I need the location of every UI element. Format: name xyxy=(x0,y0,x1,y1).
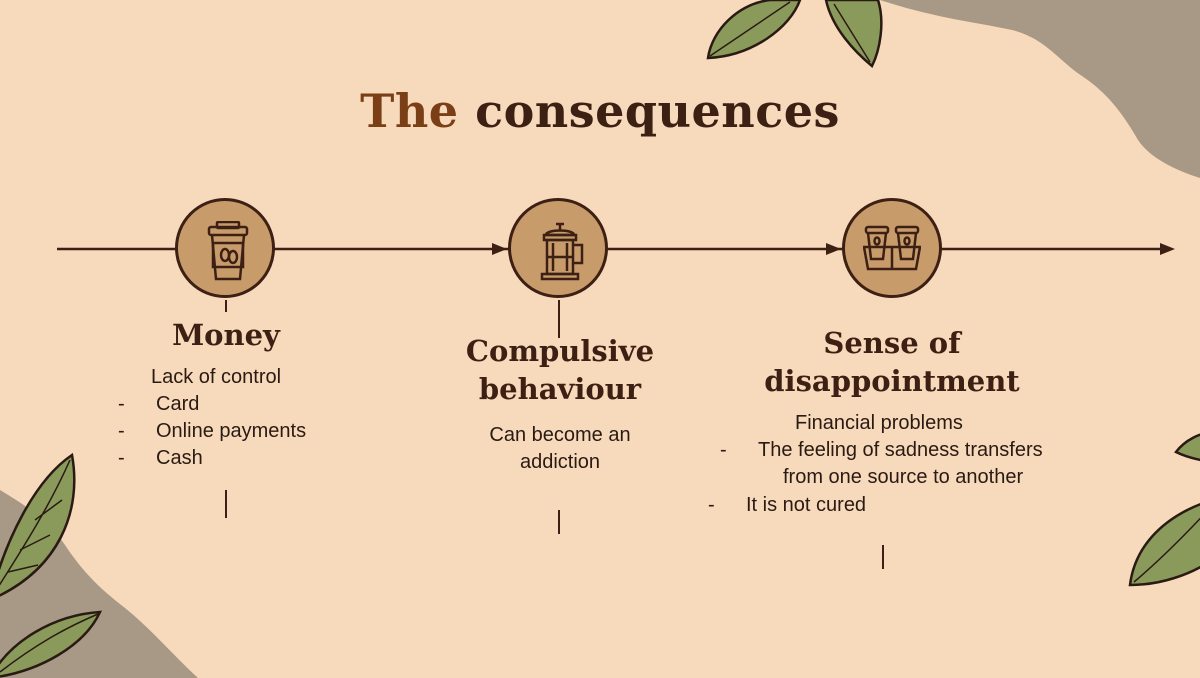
bullet-marker: - xyxy=(118,393,125,415)
text-cursor-mark xyxy=(882,545,884,569)
text-cursor-mark xyxy=(225,490,227,518)
title-part-1: The xyxy=(360,84,459,138)
text-cursor-mark xyxy=(558,510,560,534)
step-1-circle xyxy=(175,198,275,298)
step-2-heading: Compulsive behaviour xyxy=(440,332,680,408)
list-item: Card xyxy=(156,393,200,415)
leaf-icon xyxy=(0,610,103,678)
timeline-arrow-head xyxy=(1160,243,1175,255)
timeline-arrow-head xyxy=(492,243,507,255)
step-2-heading-line-1: Compulsive xyxy=(465,334,655,368)
step-2-text-line-2: addiction xyxy=(519,451,601,473)
coffee-cup-carrier-icon xyxy=(863,225,921,271)
list-item: The feeling of sadness transfers xyxy=(758,439,1043,461)
step-3-heading: Sense of disappointment xyxy=(742,324,1042,400)
leaf-icon xyxy=(824,0,883,68)
step-3-circle xyxy=(842,198,942,298)
step-2-text: Can become an addiction xyxy=(440,422,680,476)
step-connector xyxy=(225,300,227,312)
step-2-heading-line-2: behaviour xyxy=(478,372,642,406)
step-1-heading: Money xyxy=(172,318,280,352)
step-3-heading-line-2: disappointment xyxy=(764,364,1020,398)
list-item: It is not cured xyxy=(746,494,867,516)
bullet-marker: - xyxy=(708,494,715,516)
leaf-icon xyxy=(706,0,802,60)
step-3-intro: Financial problems xyxy=(795,412,963,434)
step-3-heading-line-1: Sense of xyxy=(823,326,961,360)
bullet-marker: - xyxy=(118,447,125,469)
list-item: Online payments xyxy=(156,420,307,442)
leaf-icon xyxy=(1128,502,1200,587)
step-connector xyxy=(558,300,560,338)
timeline-arrow-head xyxy=(826,243,841,255)
step-2-text-line-1: Can become an xyxy=(489,424,631,446)
list-item-continuation: from one source to another xyxy=(783,466,1024,488)
leaf-icon xyxy=(0,452,76,597)
french-press-icon xyxy=(540,222,584,281)
bullet-marker: - xyxy=(118,420,125,442)
title-part-2: consequences xyxy=(475,84,840,138)
list-item: Cash xyxy=(156,447,203,469)
takeaway-coffee-cup-icon xyxy=(207,221,249,281)
top-right-blob xyxy=(880,0,1200,178)
bullet-marker: - xyxy=(720,439,727,461)
step-1-intro: Lack of control xyxy=(151,366,282,388)
leaf-icon xyxy=(1174,433,1200,462)
slide-title: The consequences xyxy=(0,84,1200,138)
step-2-circle xyxy=(508,198,608,298)
